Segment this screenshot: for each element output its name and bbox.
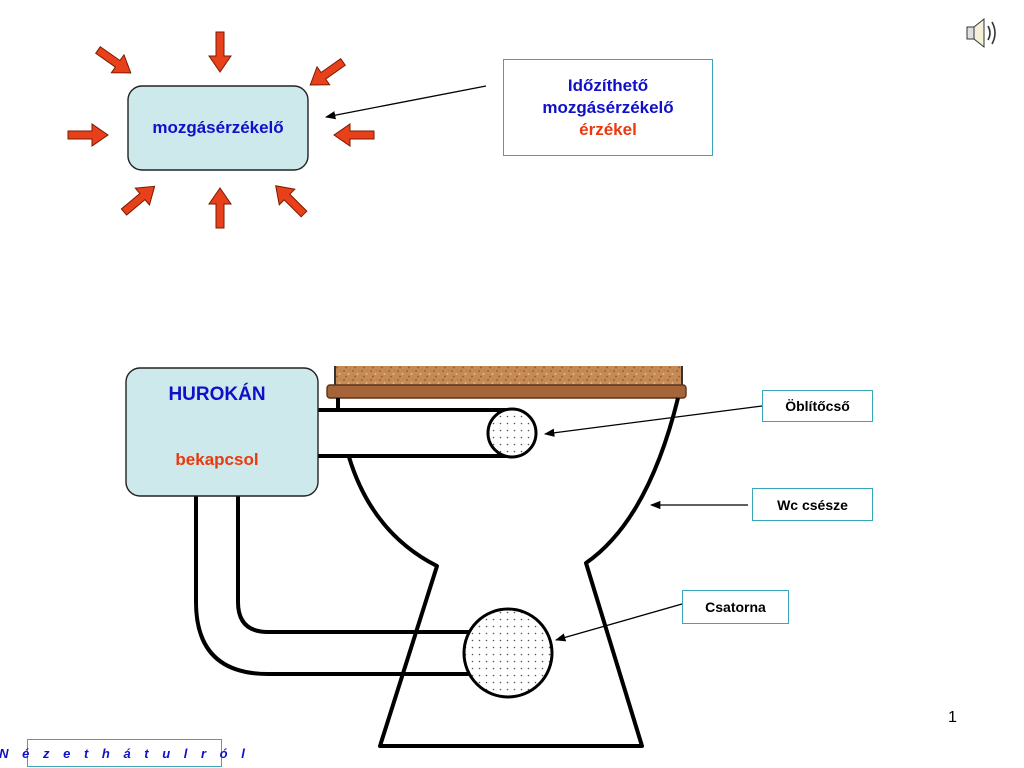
sensor-box [127,85,309,171]
drain-pipe-end [462,607,554,699]
timer-callout-line1: Időzíthető [567,75,649,95]
red-arrow-icon [91,40,138,83]
red-arrow-icon [116,177,163,221]
drain-label: Csatorna [682,590,789,624]
timer-callout: Időzíthető mozgásérzékelő érzékel [503,59,713,156]
flush-pipe [318,408,512,458]
loop-box [125,367,319,497]
bowl-label: Wc csésze [752,488,873,521]
red-arrow-icon [303,52,350,95]
speaker-icon[interactable] [962,15,1000,51]
red-arrow-icon [67,123,109,147]
view-caption: N é z e t h á t u l r ó l [0,739,245,767]
flush-pipe-leader [543,405,763,437]
red-arrow-icon [208,31,232,73]
red-arrow-icon [208,187,232,229]
page-number: 1 [948,709,957,726]
flush-pipe-label: Öblítőcső [762,390,873,422]
loop-box-subtitle: bekapcsol [175,450,259,469]
red-arrow-icon [333,123,375,147]
red-arrow-icon [267,177,313,223]
drain-leader [555,603,683,642]
drain-pipe [194,494,472,676]
loop-box-title: HUROKÁN [168,384,266,405]
sensor-label: mozgásérzékelő [152,118,284,137]
timer-callout-line2: mozgásérzékelő [542,97,674,117]
timer-leader-line [324,85,487,120]
flush-pipe-end [486,407,538,459]
toilet-seat [326,384,687,399]
toilet-lid [335,366,682,385]
timer-callout-line3: érzékel [579,119,637,139]
